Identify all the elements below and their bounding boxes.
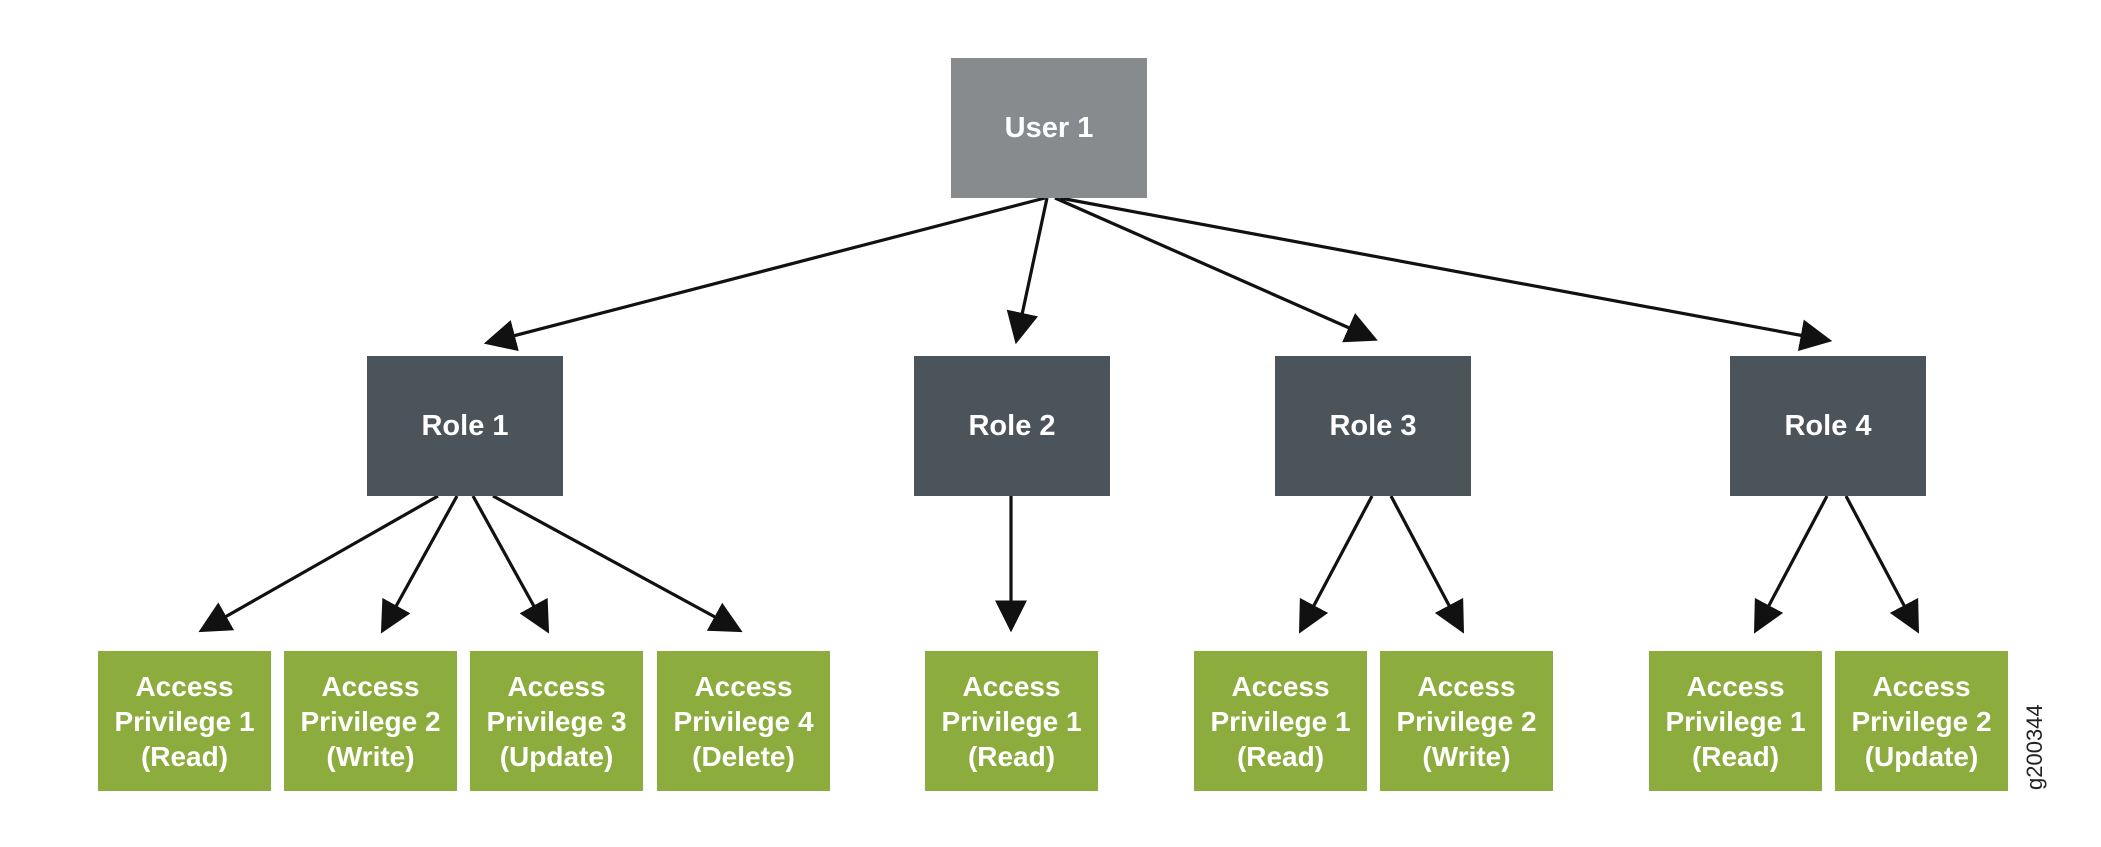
arrow-role-4-to-privilege-1 [1754,495,1829,634]
privilege-line-1: Access [507,670,606,702]
privilege-line-2: Privilege 2 [300,705,441,737]
figure-id-label: g200344 [2022,704,2047,790]
role-4-label: Role 4 [1784,409,1872,442]
role-1-privilege-2-box: Access Privilege 2 (Write) [284,651,457,791]
privilege-line-1: Access [1872,670,1971,702]
arrow-role-3-to-privilege-2 [1389,495,1464,634]
role-4-privilege-2-box: Access Privilege 2 (Update) [1835,651,2008,791]
privilege-line-3: (Delete) [692,740,795,772]
arrow-role-4-to-privilege-2 [1844,495,1919,634]
role-2-privilege-1-box: Access Privilege 1 (Read) [925,651,1098,791]
role-2-box: Role 2 [914,356,1110,496]
arrow-user-to-role-1 [483,196,1046,352]
privilege-line-2: Privilege 1 [941,705,1082,737]
privilege-line-1: Access [694,670,793,702]
privilege-line-1: Access [1417,670,1516,702]
role-1-privilege-3-box: Access Privilege 3 (Update) [470,651,643,791]
role-3-privilege-2-box: Access Privilege 2 (Write) [1380,651,1553,791]
role-1-privilege-1-box: Access Privilege 1 (Read) [98,651,271,791]
arrow-user-to-role-2 [1006,197,1049,345]
privilege-line-3: (Write) [1422,740,1511,772]
user-1-label: User 1 [1004,111,1094,144]
privilege-line-2: Privilege 1 [1210,705,1351,737]
arrow-user-to-role-4 [1059,196,1833,352]
role-1-privilege-4-box: Access Privilege 4 (Delete) [657,651,830,791]
privilege-line-3: (Write) [326,740,415,772]
privilege-line-1: Access [962,670,1061,702]
role-2-label: Role 2 [968,409,1056,442]
role-4-box: Role 4 [1730,356,1926,496]
privilege-line-2: Privilege 1 [1665,705,1806,737]
role-3-privilege-1-box: Access Privilege 1 (Read) [1194,651,1367,791]
role-3-label: Role 3 [1329,409,1417,442]
privilege-line-1: Access [1231,670,1330,702]
privilege-line-2: Privilege 2 [1396,705,1537,737]
privilege-line-1: Access [1686,670,1785,702]
role-1-label: Role 1 [421,409,509,442]
arrow-role-1-to-privilege-3 [471,495,550,634]
role-3-box: Role 3 [1275,356,1471,496]
privilege-line-3: (Update) [1864,740,1979,772]
user-1-box: User 1 [951,58,1147,198]
privilege-line-2: Privilege 2 [1851,705,1992,737]
privilege-line-2: Privilege 3 [486,705,627,737]
privilege-line-2: Privilege 1 [114,705,255,737]
arrow-role-1-to-privilege-2 [380,495,459,634]
privilege-line-1: Access [321,670,420,702]
arrow-role-3-to-privilege-1 [1299,495,1374,634]
privilege-line-3: (Update) [499,740,614,772]
arrow-role-1-to-privilege-4 [492,494,743,633]
role-1-box: Role 1 [367,356,563,496]
role-4-privilege-1-box: Access Privilege 1 (Read) [1649,651,1822,791]
privilege-line-2: Privilege 4 [673,705,814,737]
arrow-user-to-role-3 [1054,196,1378,343]
privilege-line-1: Access [135,670,234,702]
privilege-line-3: (Read) [967,740,1056,772]
arrow-role-1-to-privilege-1 [198,494,439,633]
privilege-line-3: (Read) [140,740,229,772]
privilege-line-3: (Read) [1236,740,1325,772]
privilege-line-3: (Read) [1691,740,1780,772]
